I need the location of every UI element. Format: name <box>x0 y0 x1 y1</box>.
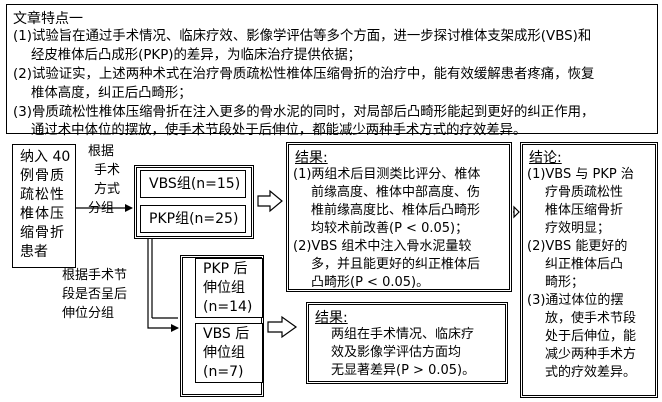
feature-line-3: (2)试验证实，上述两种术式在治疗骨质疏松性椎体压缩骨折的治疗中，能有效缓解患者… <box>13 67 595 82</box>
arrow-to-position-groups <box>147 239 179 332</box>
result1-box: 结果: (1)两组术后目测类比评分、椎体 前缘高度、椎体中部高度、伤 椎前缘高度… <box>286 142 512 292</box>
feature-line-1: (1)试验旨在通过手术情况、临床疗效、影像学评估等多个方面，进一步探讨椎体支架成… <box>13 29 592 44</box>
result2-box: 结果: 两组在手术情况、临床疗 效及影像学评估方面均 无显著差异(P > 0.0… <box>306 302 508 384</box>
feature-line-5: (3)骨质疏松性椎体压缩骨折在注入更多的骨水泥的同时，对局部后凸畸形能起到更好的… <box>13 105 595 120</box>
patients-line: 例骨质 <box>20 168 65 184</box>
feature-line-2: 经皮椎体后凸成形(PKP)的差异，为临床治疗提供依据； <box>31 48 361 63</box>
result2-title: 结果: <box>315 310 348 326</box>
pkp-extension-box: PKP 后 伸位组 (n=14) <box>195 258 263 318</box>
feature-line-4: 椎体高度，纠正后凸畸形； <box>31 86 192 101</box>
patients-line: 疏松性 <box>20 187 65 203</box>
patients-line: 纳入 40 <box>20 149 71 165</box>
conclusion-box: 结论: (1)VBS 与 PKP 治 疗骨质疏松性 椎体压缩骨折 疗效明显； (… <box>520 142 658 398</box>
features-box: 文章特点一 (1)试验旨在通过手术情况、临床疗效、影像学评估等多个方面，进一步探… <box>6 4 658 138</box>
features-title: 文章特点一 <box>13 11 83 27</box>
hollow-arrow-to-conclusion <box>513 205 520 219</box>
hollow-arrow-to-result2 <box>267 315 298 339</box>
vbs-group-label: VBS组(n=15) <box>149 176 241 192</box>
patients-line: 患者 <box>20 244 48 260</box>
pkp-group-box: PKP组(n=25) <box>140 205 246 233</box>
vbs-extension-box: VBS 后 伸位组 (n=7) <box>195 323 263 383</box>
vbs-group-box: VBS组(n=15) <box>140 170 246 198</box>
pkp-group-label: PKP组(n=25) <box>149 211 239 227</box>
conclusion-title: 结论: <box>529 150 562 166</box>
result1-title: 结果: <box>295 150 328 166</box>
patients-line: 椎体压 <box>20 206 65 222</box>
hollow-arrow-to-result1 <box>257 189 283 213</box>
patients-box: 纳入 40 例骨质 疏松性 椎体压 缩骨折 患者 <box>12 144 76 268</box>
patients-line: 缩骨折 <box>20 225 65 241</box>
feature-line-6: 通过术中体位的摆放，使手术节段处于后伸位，都能减少两种手术方式的疗效差异。 <box>31 123 527 138</box>
